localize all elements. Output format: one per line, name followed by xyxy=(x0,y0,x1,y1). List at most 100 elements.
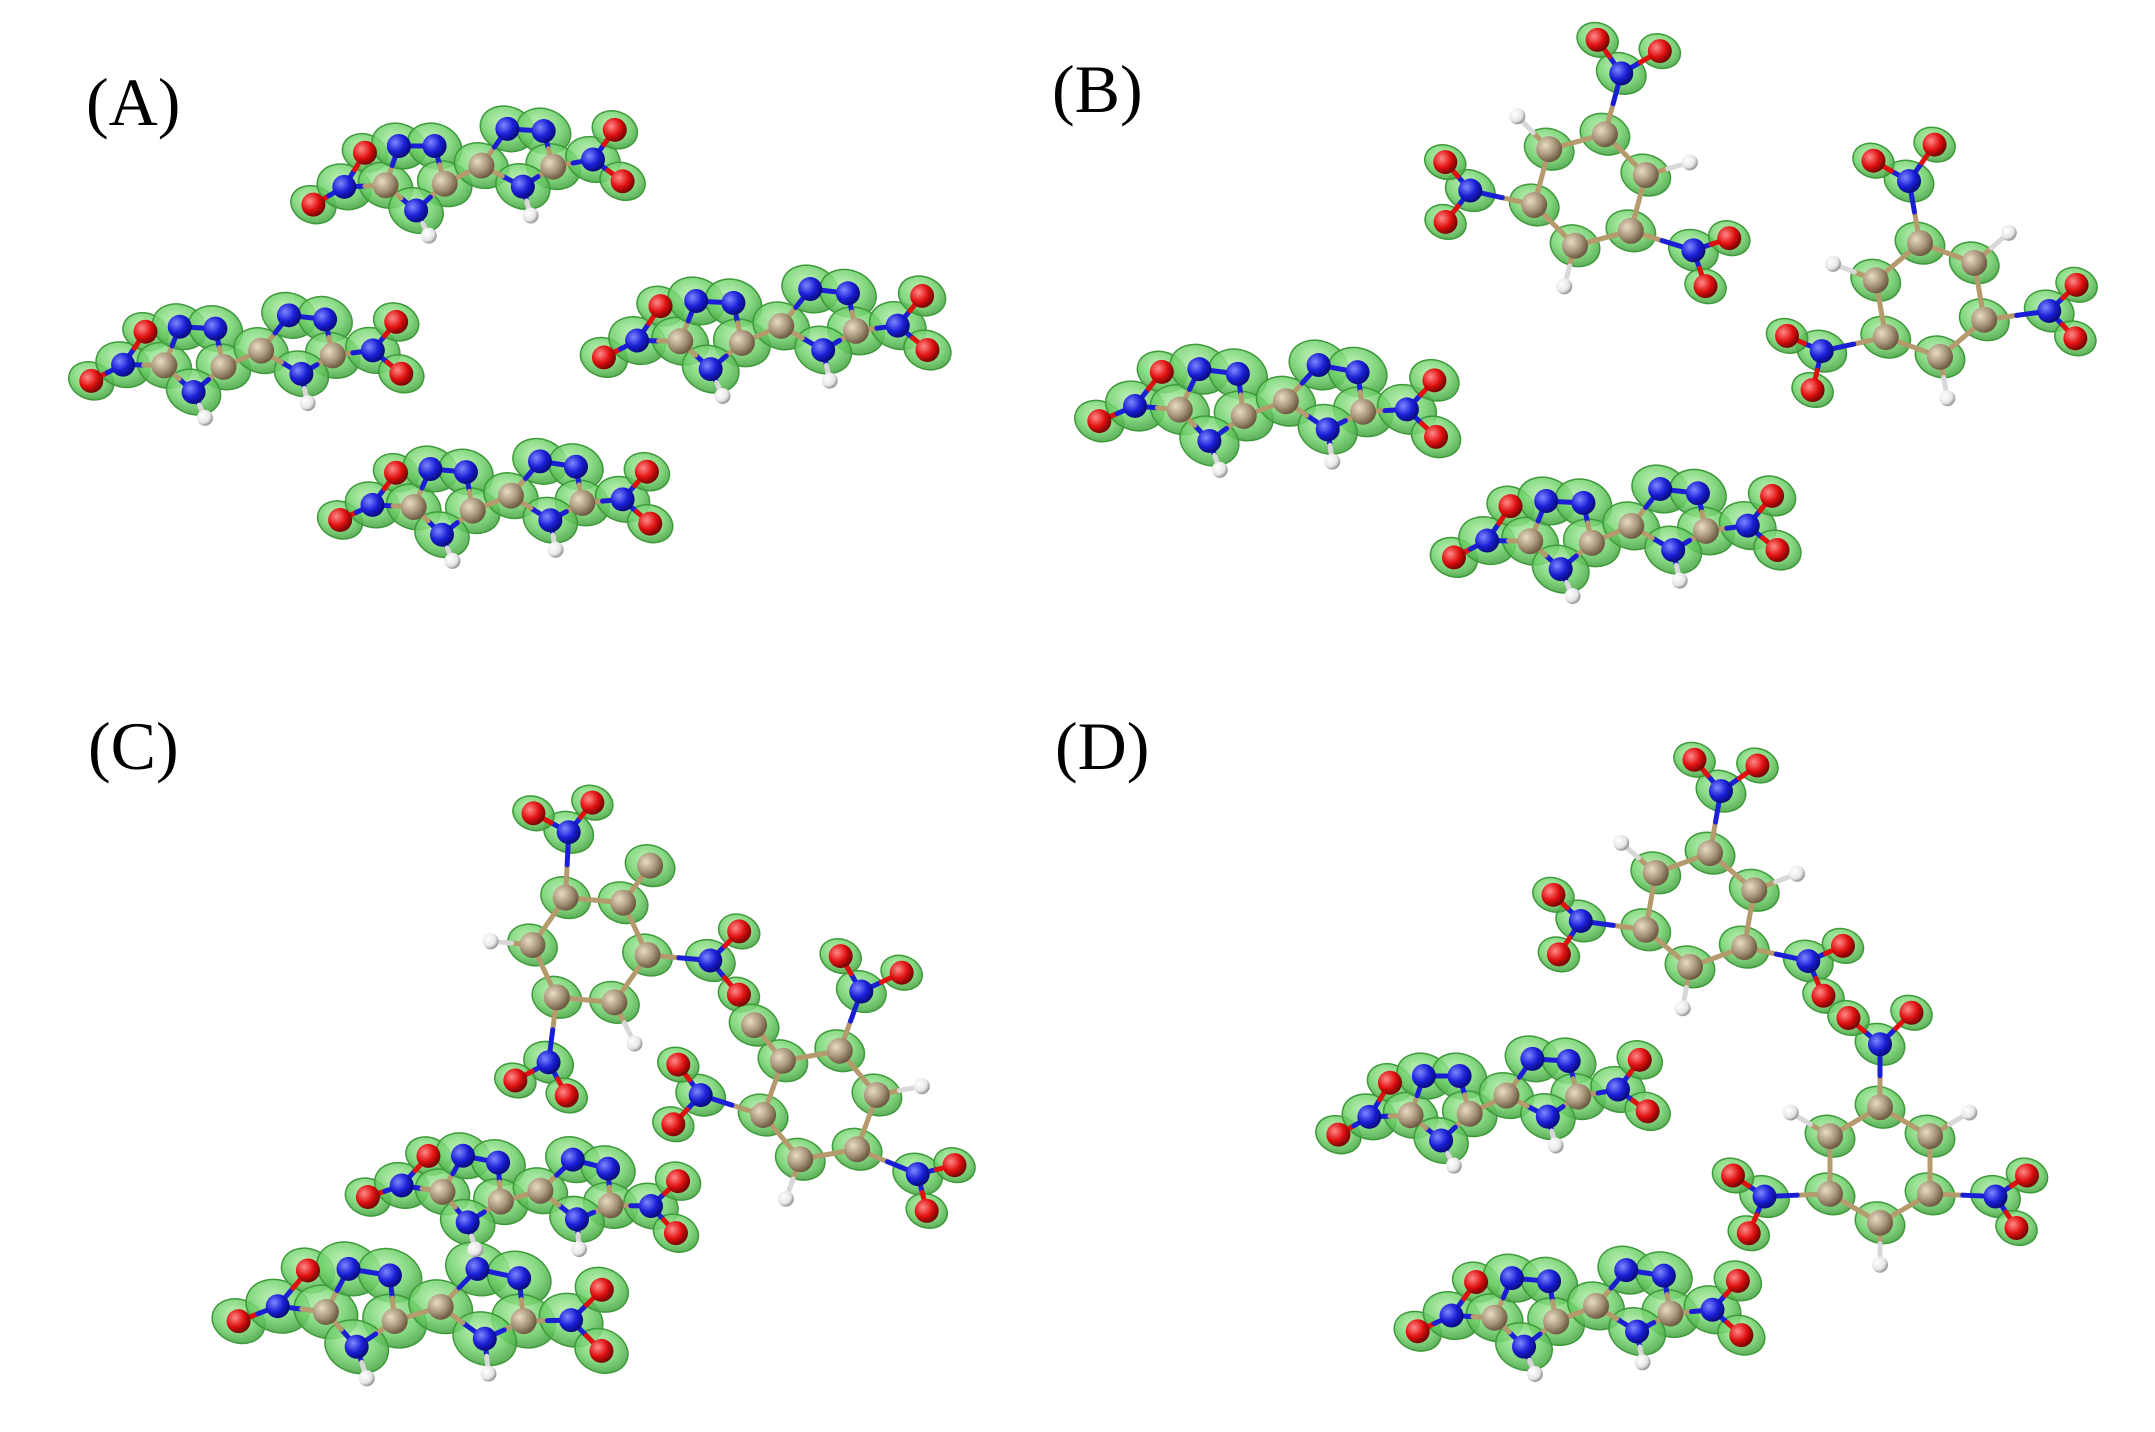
nitrogen-atom xyxy=(386,134,411,159)
nitrogen-atom xyxy=(1475,528,1500,553)
oxygen-atom xyxy=(915,337,940,362)
nitrogen-atom xyxy=(1357,1104,1382,1129)
carbon-atom xyxy=(429,1178,456,1205)
nitrogen-atom xyxy=(638,1194,663,1219)
nitrogen-atom xyxy=(1499,1266,1524,1291)
isosurface-layer xyxy=(68,21,2098,1375)
carbon-atom xyxy=(769,1047,796,1074)
carbon-atom xyxy=(431,170,458,197)
nitrogen-atom xyxy=(510,174,535,199)
oxygen-atom xyxy=(1433,150,1458,175)
oxygen-atom xyxy=(942,1153,967,1178)
carbon-atom xyxy=(826,1037,853,1064)
nitrogen-atom xyxy=(1651,1263,1676,1288)
nitrogen-atom xyxy=(1520,1046,1545,1071)
hydrogen-atom xyxy=(1564,588,1581,605)
panel-label-c: (C) xyxy=(88,708,179,784)
oxygen-atom xyxy=(1433,209,1458,234)
carbon-atom xyxy=(552,884,579,911)
nitrogen-atom xyxy=(389,1173,414,1198)
oxygen-atom xyxy=(355,1185,380,1210)
hydrogen-atom xyxy=(1671,572,1688,589)
nitrogen-atom xyxy=(531,119,556,144)
oxygen-atom xyxy=(1717,226,1742,251)
carbon-atom xyxy=(569,489,596,516)
carbon-atom xyxy=(1583,1292,1610,1319)
carbon-atom xyxy=(1917,1123,1944,1150)
nitrogen-atom xyxy=(1345,360,1370,385)
nitrogen-atom xyxy=(360,492,385,517)
oxygen-atom xyxy=(1729,1323,1754,1348)
nitrogen-atom xyxy=(1809,339,1834,364)
carbon-atom xyxy=(312,1298,339,1325)
carbon-atom xyxy=(601,989,628,1016)
carbon-atom xyxy=(1493,1082,1520,1109)
nitrogen-atom xyxy=(811,338,836,363)
nitrogen-atom xyxy=(556,820,581,845)
carbon-atom xyxy=(381,1308,408,1335)
carbon-atom xyxy=(750,1102,777,1129)
carbon-atom xyxy=(1617,217,1644,244)
nitrogen-atom xyxy=(276,303,301,328)
carbon-atom xyxy=(1872,324,1899,351)
oxygen-atom xyxy=(589,1277,614,1302)
nitrogen-atom xyxy=(1394,397,1419,422)
oxygen-atom xyxy=(1800,378,1825,403)
carbon-atom xyxy=(1578,529,1605,556)
oxygen-atom xyxy=(666,1052,691,1077)
nitrogen-atom xyxy=(1700,1297,1725,1322)
nitrogen-atom xyxy=(455,1210,480,1235)
hydrogen-atom xyxy=(1789,865,1806,882)
nitrogen-atom xyxy=(688,1083,713,1108)
carbon-atom xyxy=(1862,267,1889,294)
hydrogen-atom xyxy=(1824,255,1841,272)
carbon-atom xyxy=(1906,230,1933,257)
nitrogen-atom xyxy=(453,460,478,485)
carbon-atom xyxy=(1692,517,1719,544)
hydrogen-atom xyxy=(571,1241,588,1258)
nitrogen-atom xyxy=(313,307,338,332)
hydrogen-atom xyxy=(1939,390,1956,407)
nitrogen-atom xyxy=(596,1156,621,1181)
nitrogen-atom xyxy=(1123,393,1148,418)
nitrogen-atom xyxy=(465,1256,490,1281)
oxygen-atom xyxy=(1922,132,1947,157)
oxygen-atom xyxy=(1745,753,1770,778)
oxygen-atom xyxy=(914,1198,939,1223)
oxygen-atom xyxy=(384,309,409,334)
nitrogen-atom xyxy=(610,487,635,512)
nitrogen-atom xyxy=(1568,908,1593,933)
hydrogen-atom xyxy=(1547,1137,1564,1154)
hydrogen-atom xyxy=(522,207,539,224)
oxygen-atom xyxy=(1647,39,1672,64)
nitrogen-atom xyxy=(360,338,385,363)
nitrogen-atom xyxy=(905,1162,930,1187)
nitrogen-atom xyxy=(563,454,588,479)
carbon-atom xyxy=(610,889,637,916)
carbon-atom xyxy=(1867,1094,1893,1121)
carbon-atom xyxy=(468,152,495,179)
carbon-atom xyxy=(1927,343,1954,370)
oxygen-atom xyxy=(328,507,353,532)
carbon-atom xyxy=(543,984,570,1011)
oxygen-atom xyxy=(663,1221,688,1246)
carbon-atom xyxy=(1521,191,1548,218)
nitrogen-atom xyxy=(486,1150,511,1175)
nitrogen-atom xyxy=(1306,353,1331,378)
nitrogen-atom xyxy=(289,361,314,386)
carbon-atom xyxy=(1543,1308,1570,1335)
carbon-atom xyxy=(540,153,567,180)
carbon-atom xyxy=(1591,121,1618,148)
oxygen-atom xyxy=(1546,942,1571,967)
nitrogen-atom xyxy=(167,314,192,339)
nitrogen-atom xyxy=(1439,1303,1464,1328)
nitrogen-atom xyxy=(1556,1049,1581,1074)
oxygen-atom xyxy=(1422,368,1447,393)
nitrogen-atom xyxy=(1625,1319,1650,1344)
carbon-atom xyxy=(637,852,664,879)
nitrogen-atom xyxy=(625,328,650,353)
carbon-atom xyxy=(1632,916,1659,943)
oxygen-atom xyxy=(910,283,935,308)
carbon-atom xyxy=(1816,1180,1843,1207)
nitrogen-atom xyxy=(472,1326,497,1351)
